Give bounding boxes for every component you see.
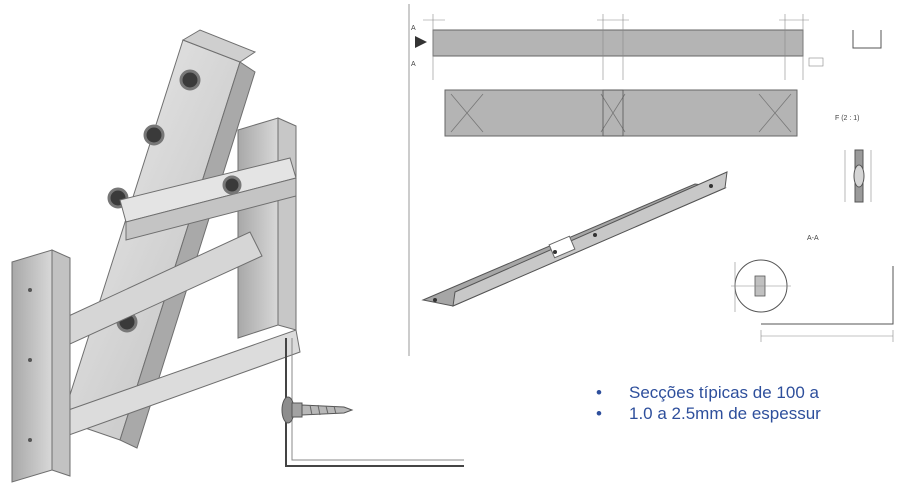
detail-label: F (2 : 1) <box>835 115 860 122</box>
detail-f-view <box>844 149 872 203</box>
beam-elevation-view: A A <box>411 14 824 80</box>
bracket-isometric-view <box>11 29 301 483</box>
vertical-post-right <box>237 117 297 339</box>
section-marker-a: A <box>411 61 416 68</box>
self-drilling-screw-detail <box>281 338 464 467</box>
specification-bullets: Secções típicas de 100 a 1.0 a 2.5mm de … <box>596 382 900 424</box>
technical-drawing-sheet: A A F (2 : 1) A-A <box>408 4 894 356</box>
bullet-item: 1.0 a 2.5mm de espessur <box>596 403 900 424</box>
screw-washer <box>291 402 303 418</box>
large-hole <box>179 69 201 91</box>
section-a-a-view <box>731 259 894 342</box>
bullet-item: Secções típicas de 100 a <box>596 382 900 403</box>
section-marker-a: A <box>411 25 416 32</box>
vertical-post-left <box>11 249 71 483</box>
horizontal-channel <box>119 157 297 241</box>
beam-plan-view <box>444 89 798 137</box>
large-hole <box>143 124 165 146</box>
channel-profile <box>852 30 882 49</box>
large-hole <box>222 175 242 195</box>
section-label: A-A <box>807 235 819 242</box>
beam-perspective-view <box>421 171 728 307</box>
angled-channel-upper <box>61 29 257 449</box>
